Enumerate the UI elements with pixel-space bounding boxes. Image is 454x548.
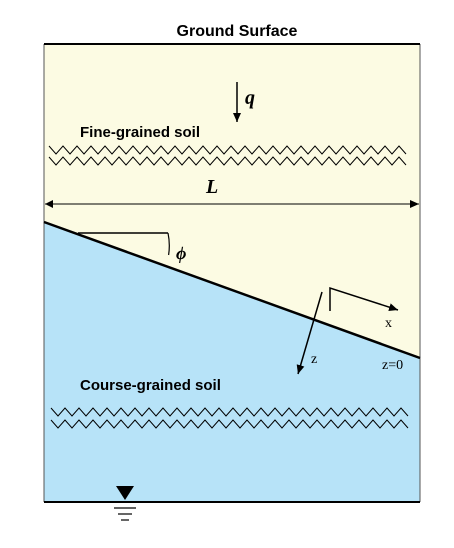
- coarse-soil-label: Course-grained soil: [80, 377, 221, 394]
- angle-label: ϕ: [176, 243, 186, 263]
- fine-soil-label: Fine-grained soil: [80, 124, 200, 141]
- coarse-grained-soil-layer: [44, 222, 420, 502]
- coarse-soil-hatch-2: [50, 419, 409, 429]
- z-origin-label: z=0: [382, 358, 403, 373]
- fine-soil-hatch-1: [48, 145, 407, 155]
- water-table-icon: [114, 486, 136, 521]
- z-axis-arrow: [296, 291, 323, 375]
- x-axis-label: x: [385, 316, 392, 331]
- z-axis-label: z: [311, 352, 317, 367]
- ground-surface-label: Ground Surface: [177, 23, 298, 40]
- x-axis-arrow: [329, 286, 399, 312]
- sloped-interface-line: [43, 220, 421, 360]
- angle-arc: [167, 232, 170, 256]
- fine-soil-hatch-2: [48, 156, 407, 166]
- load-label: q: [245, 87, 255, 109]
- length-label: L: [205, 176, 218, 198]
- coarse-soil-hatch-1: [50, 407, 409, 417]
